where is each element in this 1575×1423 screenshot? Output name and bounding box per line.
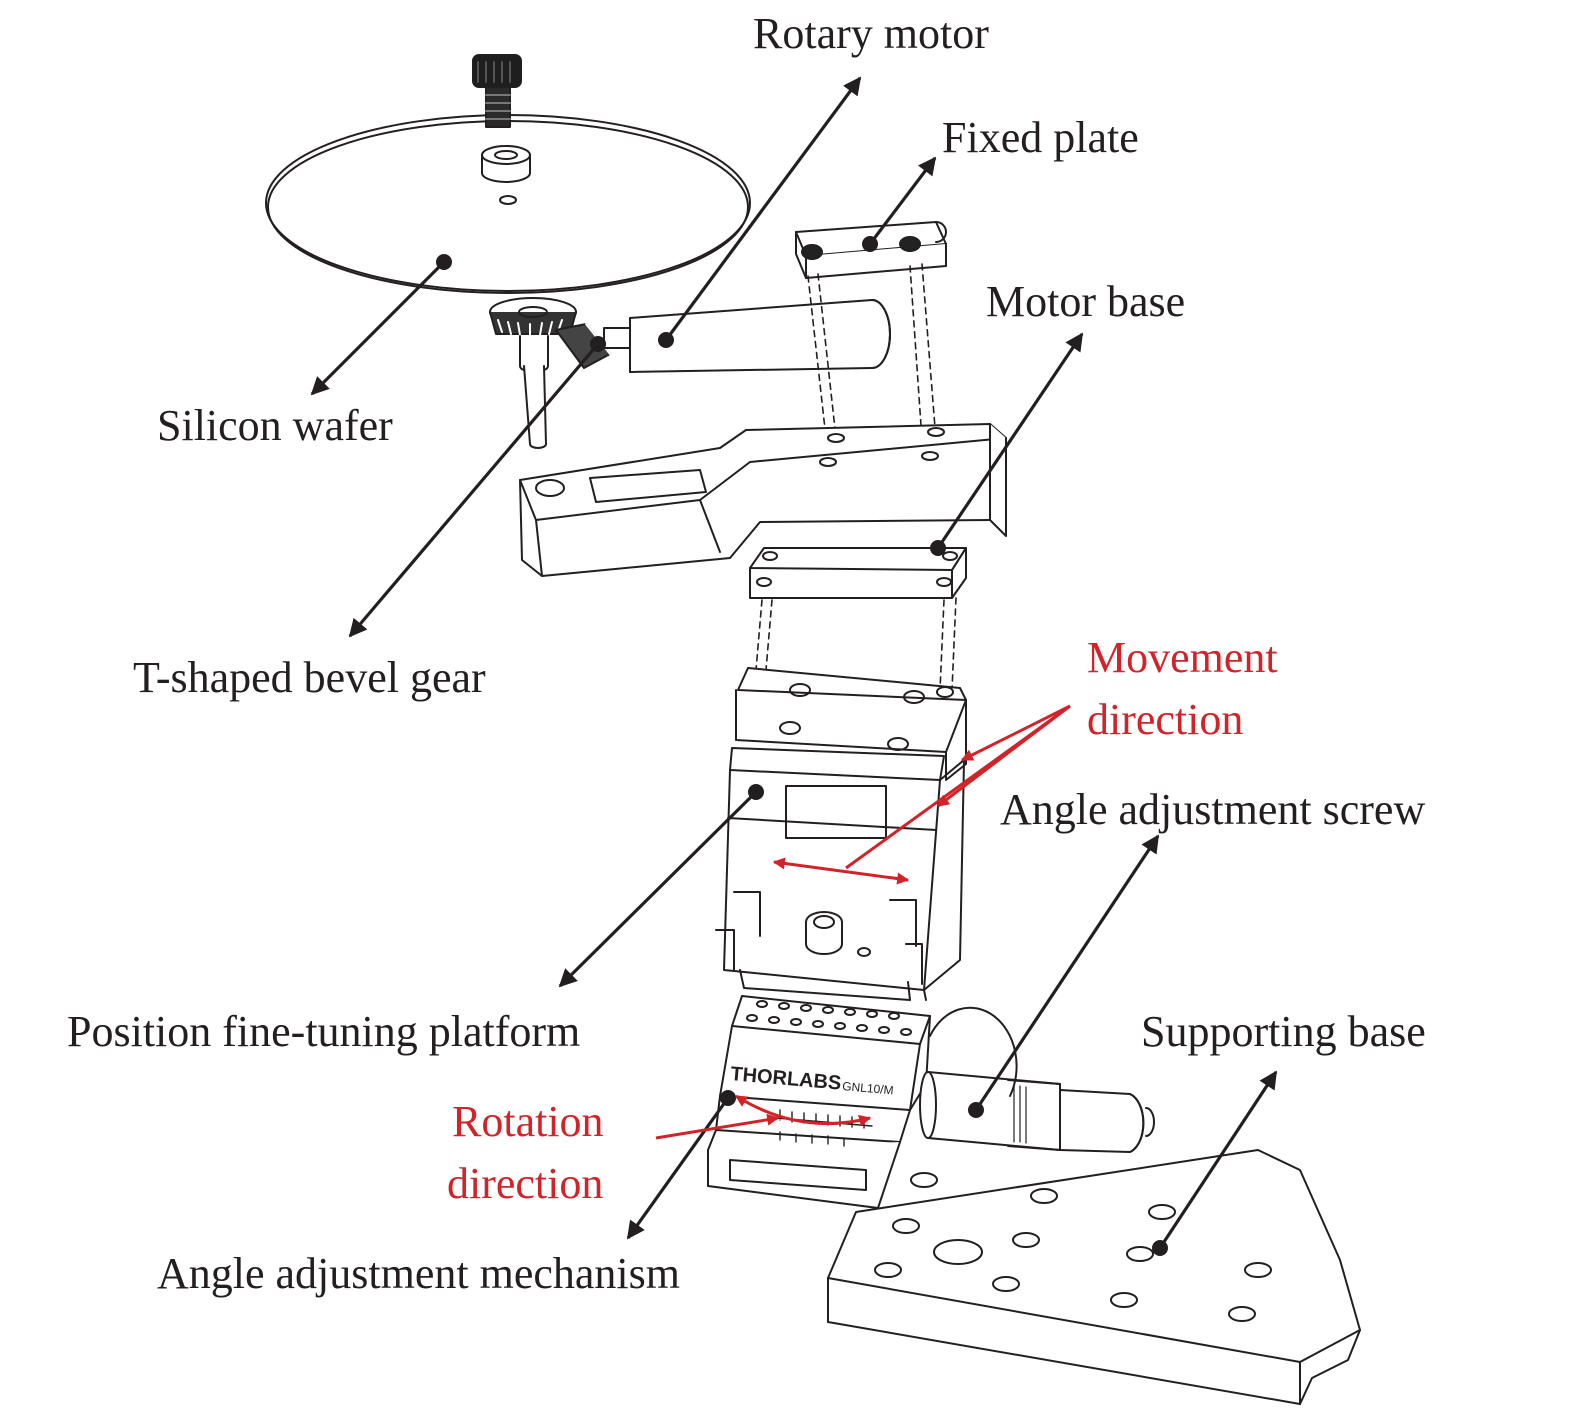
leader-angle-mechanism: [626, 1090, 736, 1240]
leader-silicon-wafer: [310, 254, 452, 396]
leader-platform: [558, 784, 764, 988]
angle-adjustment-screw: [919, 1006, 1155, 1153]
leader-bevel-gear: [348, 336, 606, 638]
movement-leader-branch-2: [937, 704, 1071, 808]
label-bevel-gear: T-shaped bevel gear: [133, 653, 486, 702]
angle-adjustment-mechanism: THORLABS GNL10/M: [707, 995, 931, 1209]
leader-fixed-plate: [862, 156, 937, 252]
t-shaped-bevel-gear: [489, 297, 633, 449]
leader-arrows: [310, 76, 1278, 1256]
motor-base: [519, 423, 1007, 599]
leader-rotary-motor: [658, 76, 862, 348]
label-supporting-base: Supporting base: [1141, 1007, 1426, 1056]
leader-supporting-base: [1152, 1070, 1278, 1256]
rotation-curved-arrow: [734, 1094, 872, 1127]
label-rotation-line1: Rotation: [452, 1097, 604, 1146]
label-position-platform: Position fine-tuning platform: [67, 1007, 581, 1056]
label-movement-line2: direction: [1087, 695, 1244, 744]
model-number: GNL10/M: [842, 1079, 894, 1097]
thorlabs-brand: THORLABS: [730, 1063, 843, 1095]
leader-angle-screw: [968, 834, 1160, 1118]
label-fixed-plate: Fixed plate: [942, 113, 1139, 162]
supporting-base: [827, 1149, 1361, 1405]
label-silicon-wafer: Silicon wafer: [157, 401, 393, 450]
label-angle-screw: Angle adjustment screw: [1000, 785, 1426, 834]
label-rotation-line2: direction: [447, 1159, 604, 1208]
label-angle-mechanism: Angle adjustment mechanism: [157, 1249, 680, 1298]
label-motor-base: Motor base: [986, 277, 1186, 326]
silicon-wafer: [265, 114, 751, 294]
leader-motor-base: [930, 332, 1084, 556]
assembly-lines-upper: [807, 263, 937, 441]
movement-double-arrow: [772, 857, 910, 885]
label-rotary-motor: Rotary motor: [753, 9, 989, 58]
assembly-lines-lower: [755, 597, 957, 691]
clamp-screw: [472, 54, 531, 183]
rotary-motor: [629, 299, 891, 373]
movement-leader-branch-1: [960, 704, 1071, 762]
rotation-leader: [655, 1113, 780, 1140]
position-fine-tuning-platform: [715, 667, 967, 1001]
movement-direction-arrows: [772, 704, 1071, 885]
rotation-direction-arrows: [655, 1094, 872, 1140]
label-movement-line1: Movement: [1087, 633, 1278, 682]
